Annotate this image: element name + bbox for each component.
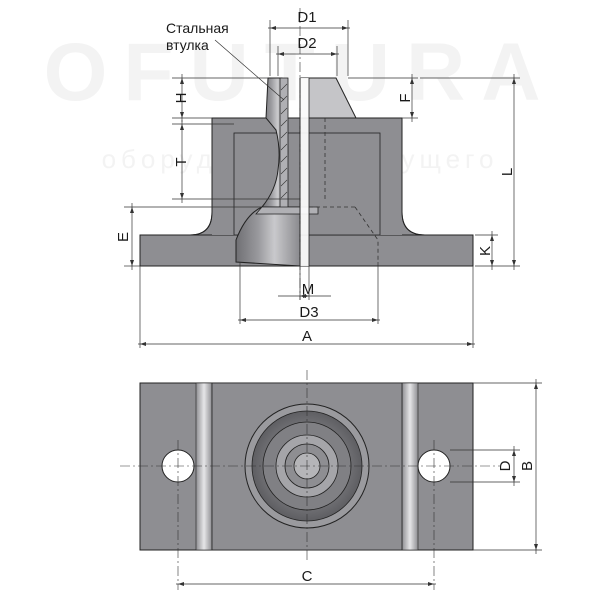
top-strip-right	[401, 382, 419, 551]
sleeve-label-line2: втулка	[166, 37, 209, 53]
dim-label-d2: D2	[297, 35, 316, 52]
dim-label-k: K	[477, 246, 494, 256]
top-view	[120, 370, 500, 590]
top-strip-left	[195, 382, 213, 551]
dim-label-h: H	[173, 93, 190, 104]
dim-label-l: L	[499, 168, 516, 176]
dim-label-d1: D1	[297, 9, 316, 26]
dim-label-f: F	[397, 93, 414, 102]
front-arrowheads	[130, 26, 516, 346]
dim-label-m: M	[302, 281, 315, 298]
dim-label-t: T	[173, 157, 190, 166]
sleeve-label-line1: Стальная	[166, 20, 229, 36]
dim-label-a: A	[302, 328, 312, 345]
front-view	[139, 8, 474, 300]
dim-label-d: D	[497, 460, 514, 471]
dim-label-d3: D3	[299, 304, 318, 321]
top-arrowheads	[178, 383, 538, 586]
dim-label-e: E	[115, 232, 132, 242]
dim-label-b: B	[519, 461, 536, 471]
dim-label-c: C	[302, 568, 313, 585]
watermark-brand: OFUTURA	[44, 27, 557, 118]
